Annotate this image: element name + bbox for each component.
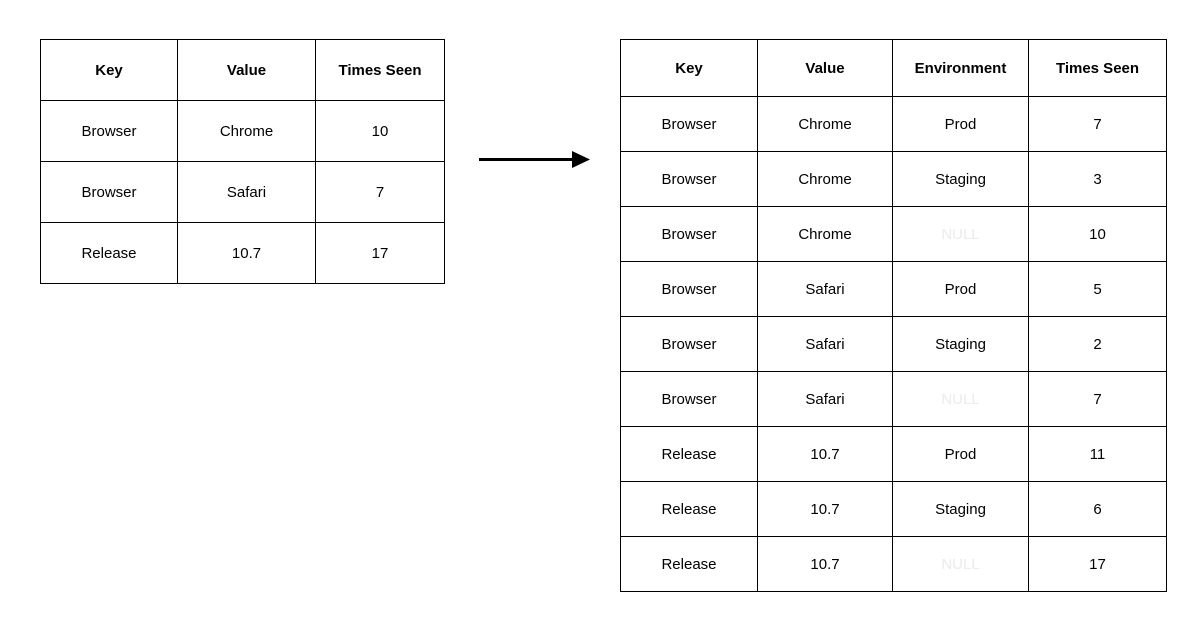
cell-times-seen: 2 xyxy=(1028,316,1167,372)
source-column-header-key: Key xyxy=(40,39,178,101)
cell-times-seen: 10 xyxy=(315,100,445,162)
cell-key: Browser xyxy=(40,161,178,223)
cell-key: Release xyxy=(620,426,758,482)
result-table-header: Key Value Environment Times Seen xyxy=(620,39,1167,97)
cell-key: Browser xyxy=(620,151,758,207)
cell-times-seen: 6 xyxy=(1028,481,1167,537)
cell-environment-null: NULL xyxy=(892,371,1029,427)
cell-key: Release xyxy=(620,536,758,592)
cell-environment: Staging xyxy=(892,481,1029,537)
result-column-header-value: Value xyxy=(757,39,893,97)
source-column-header-times-seen: Times Seen xyxy=(315,39,445,101)
cell-value: Chrome xyxy=(757,151,893,207)
cell-value: Chrome xyxy=(177,100,316,162)
cell-value: Safari xyxy=(177,161,316,223)
cell-value: 10.7 xyxy=(177,222,316,284)
result-column-header-key: Key xyxy=(620,39,758,97)
result-column-header-environment: Environment xyxy=(892,39,1029,97)
cell-key: Release xyxy=(620,481,758,537)
cell-environment-null: NULL xyxy=(892,206,1029,262)
cell-value: 10.7 xyxy=(757,426,893,482)
cell-key: Browser xyxy=(620,371,758,427)
cell-value: Chrome xyxy=(757,206,893,262)
cell-environment: Staging xyxy=(892,151,1029,207)
cell-key: Release xyxy=(40,222,178,284)
cell-key: Browser xyxy=(620,316,758,372)
cell-times-seen: 3 xyxy=(1028,151,1167,207)
cell-times-seen: 11 xyxy=(1028,426,1167,482)
arrow-right-icon xyxy=(479,151,590,168)
cell-times-seen: 5 xyxy=(1028,261,1167,317)
cell-times-seen: 10 xyxy=(1028,206,1167,262)
cell-key: Browser xyxy=(620,261,758,317)
cell-times-seen: 7 xyxy=(1028,371,1167,427)
source-column-header-value: Value xyxy=(177,39,316,101)
cell-value: Safari xyxy=(757,316,893,372)
cell-times-seen: 17 xyxy=(1028,536,1167,592)
result-table: Key Value Environment Times Seen Browser… xyxy=(620,39,1167,592)
cell-value: Chrome xyxy=(757,96,893,152)
source-table-header: Key Value Times Seen xyxy=(40,39,445,101)
cell-value: 10.7 xyxy=(757,481,893,537)
cell-key: Browser xyxy=(40,100,178,162)
result-column-header-times-seen: Times Seen xyxy=(1028,39,1167,97)
cell-environment: Prod xyxy=(892,261,1029,317)
cell-times-seen: 7 xyxy=(315,161,445,223)
cell-times-seen: 7 xyxy=(1028,96,1167,152)
cell-key: Browser xyxy=(620,206,758,262)
cell-key: Browser xyxy=(620,96,758,152)
cell-value: 10.7 xyxy=(757,536,893,592)
cell-environment: Prod xyxy=(892,426,1029,482)
cell-environment: Prod xyxy=(892,96,1029,152)
cell-environment: Staging xyxy=(892,316,1029,372)
cell-times-seen: 17 xyxy=(315,222,445,284)
table-header-row: Key Value Times Seen xyxy=(40,39,445,101)
table-header-row: Key Value Environment Times Seen xyxy=(620,39,1167,97)
cell-environment-null: NULL xyxy=(892,536,1029,592)
cell-value: Safari xyxy=(757,371,893,427)
cell-value: Safari xyxy=(757,261,893,317)
